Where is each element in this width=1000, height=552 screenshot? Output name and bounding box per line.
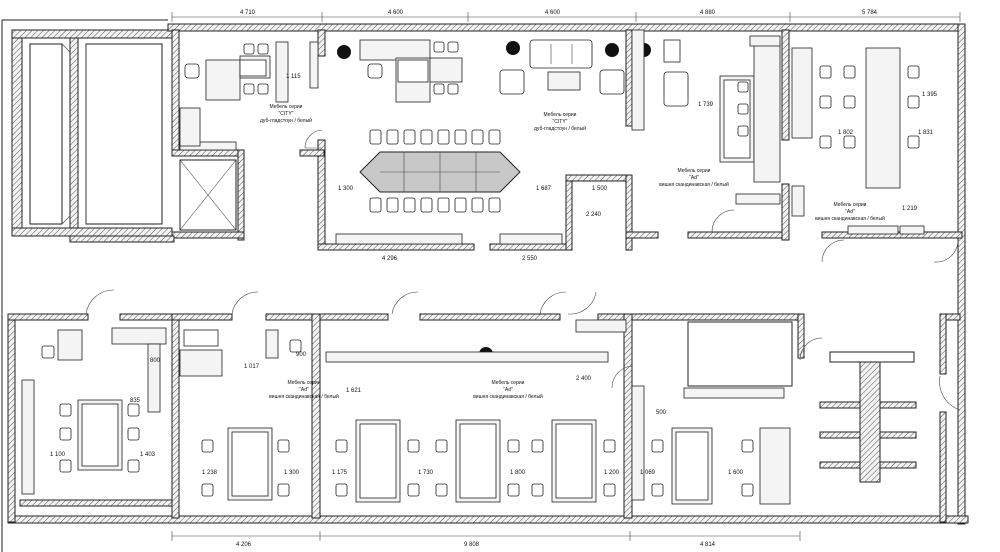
city-office-1: Мебель серии "CITY" дуб-гладстоун / белы… (179, 41, 323, 149)
dim-1403: 1 403 (140, 452, 156, 458)
ad3-series: "Ad" (299, 387, 309, 393)
dim-1069: 1 069 (640, 470, 656, 476)
ad1-series: "Ad" (689, 175, 699, 181)
service-core (819, 351, 917, 483)
ad2-finish: вишня скандинавская / белый (815, 215, 885, 222)
bottom-dimension-chain: 4 206 9 808 4 814 (171, 531, 801, 548)
top-dimension-5: 5 784 (862, 10, 878, 16)
ad3-finish: вишня скандинавская / белый (269, 393, 339, 400)
top-dimension-3: 4 600 (545, 10, 561, 16)
dim-1395: 1 395 (922, 92, 938, 98)
dim-1600: 1 600 (728, 470, 744, 476)
dim-1238: 1 238 (202, 470, 218, 476)
dim-1500: 1 500 (592, 186, 608, 192)
dim-1800: 1 800 (510, 470, 526, 476)
conference-chairs (369, 129, 501, 213)
dim-1175: 1 175 (332, 470, 348, 476)
dim-1802: 1 802 (838, 130, 854, 136)
corridor-doors (85, 289, 961, 411)
dim-2400: 2 400 (576, 376, 592, 382)
dim-1687: 1 687 (536, 186, 552, 192)
city2-title: Мебель серии (544, 112, 577, 118)
ad2-title: Мебель серии (834, 202, 867, 208)
stairwell (29, 43, 163, 225)
dim-1100: 1 100 (50, 452, 66, 458)
bottom-dimension-2: 9 808 (464, 542, 480, 548)
city2-finish: дуб-гладстоун / белый (534, 125, 586, 132)
ad1-finish: вишня скандинавская / белый (659, 181, 729, 188)
dim-1621: 1 621 (346, 388, 362, 394)
dim-2240: 2 240 (586, 212, 602, 218)
ad-office-lower-open: Мебель серии "Ad" вишня скандинавская / … (325, 319, 627, 503)
top-dimension-2: 4 600 (388, 10, 404, 16)
ad-office-lower-mid-left: Мебель серии "Ad" вишня скандинавская / … (179, 329, 339, 501)
ad1-title: Мебель серии (678, 168, 711, 174)
lower-interior-walls (7, 313, 961, 523)
bottom-dimension-3: 4 814 (700, 542, 716, 548)
dim-835: 835 (130, 398, 141, 404)
dim-800: 800 (150, 358, 161, 364)
dim-1300-top: 1 300 (338, 186, 354, 192)
dim-2550: 2 550 (522, 256, 538, 262)
dim-1730: 1 730 (418, 470, 434, 476)
dim-1017: 1 017 (244, 364, 260, 370)
ad-office-far-right: 1 395 1 802 1 831 1 219 Мебель серии "Ad… (791, 47, 959, 263)
upper-interior-walls (69, 29, 963, 251)
ad4-finish: вишня скандинавская / белый (473, 393, 543, 400)
city-office-2: Мебель серии "CITY" дуб-гладстоун / белы… (359, 39, 586, 132)
top-dimension-chain: 4 710 4 600 4 600 4 880 5 784 (171, 10, 961, 22)
dim-500: 500 (656, 410, 667, 416)
top-dimension-4: 4 880 (700, 10, 716, 16)
top-dimension-1: 4 710 (240, 10, 256, 16)
outer-walls (1, 19, 969, 552)
dim-1219: 1 219 (902, 206, 918, 212)
city1-finish: дуб-гладстоун / белый (260, 117, 312, 124)
dim-4296: 4 296 (382, 256, 398, 262)
ad3-title: Мебель серии (288, 380, 321, 386)
city2-series: "CITY" (553, 119, 568, 125)
dim-1300-bottom: 1 300 (284, 470, 300, 476)
ad4-title: Мебель серии (492, 380, 525, 386)
elevator-shaft (179, 141, 237, 231)
ad-office-top-right: 1 739 Мебель серии "Ad" вишня скандинавс… (659, 35, 781, 233)
ad2-series: "Ad" (845, 209, 855, 215)
ad-office-lower-left: 1 100 1 403 835 800 (21, 327, 167, 495)
lounge-area (499, 29, 689, 131)
dim-1200: 1 200 (604, 470, 620, 476)
dim-1739: 1 739 (698, 102, 714, 108)
city1-series: "CITY" (279, 111, 294, 117)
city1-title: Мебель серии (270, 104, 303, 110)
ad-office-lower-right: 1 069 1 600 500 (631, 321, 793, 505)
conference-room: 1 300 1 687 4 296 2 550 1 500 2 240 (335, 129, 608, 262)
dim-1115: 1 115 (286, 74, 301, 80)
bottom-dimension-1: 4 206 (236, 542, 252, 548)
dim-900: 900 (296, 352, 307, 358)
dim-1831: 1 831 (918, 130, 934, 136)
ad4-series: "Ad" (503, 387, 513, 393)
